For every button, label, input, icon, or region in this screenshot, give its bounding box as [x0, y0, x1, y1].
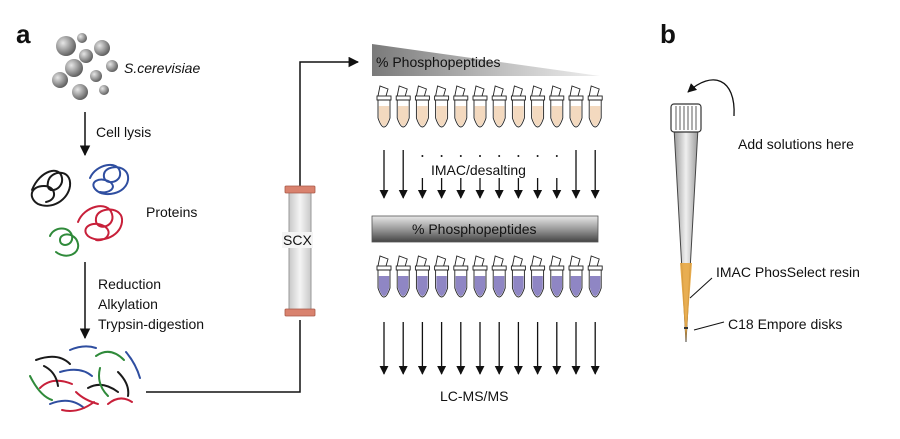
lcms-label: LC-MS/MS [440, 388, 509, 404]
c18-label: C18 Empore disks [728, 316, 843, 332]
lcms-arrows [379, 322, 600, 375]
enriched-bar [371, 215, 599, 243]
add-solutions-label: Add solutions here [738, 136, 854, 152]
tube [472, 85, 488, 128]
peptide-fragment [98, 367, 109, 397]
tube [376, 255, 392, 298]
trypsin-label: Trypsin-digestion [98, 316, 205, 332]
peptide-fragment [43, 365, 59, 387]
gradient-bar-label: % Phosphopeptides [376, 54, 501, 70]
peptide-fragment [29, 375, 53, 401]
peptide-fragment [117, 371, 130, 397]
peptide-fragment [49, 399, 85, 409]
dot [421, 155, 424, 157]
enriched-bar-label: % Phosphopeptides [412, 221, 537, 237]
peptide-fragment [75, 391, 99, 405]
scx-column [284, 185, 316, 317]
tube [472, 255, 488, 298]
proteins-icon [30, 163, 130, 257]
panel-label-b: b [660, 19, 676, 49]
tube [414, 255, 430, 298]
resin-label: IMAC PhosSelect resin [716, 264, 860, 280]
proteins-label: Proteins [146, 204, 198, 220]
tube [491, 85, 507, 128]
tube [491, 255, 507, 298]
tube [530, 255, 546, 298]
tube [395, 85, 411, 128]
connector-to-column [146, 320, 301, 393]
peptide-fragment [35, 355, 71, 365]
tube [453, 255, 469, 298]
tube [434, 255, 450, 298]
cell-lysis-label: Cell lysis [96, 124, 152, 140]
peptide-fragments-icon [29, 345, 141, 412]
disk-pointer [693, 321, 725, 331]
gradient-wedge [372, 44, 600, 76]
dot [555, 155, 558, 157]
panel-label-a: a [16, 19, 31, 49]
tube [434, 85, 450, 128]
dot [498, 155, 501, 157]
peptide-fragment [69, 345, 97, 351]
tube [530, 85, 546, 128]
dot [479, 155, 481, 157]
tip-hub [670, 103, 702, 133]
tube [395, 255, 411, 298]
tube [587, 85, 603, 128]
pipette-tip-icon [670, 103, 702, 343]
tube [376, 85, 392, 128]
peptide-fragment [59, 368, 93, 377]
alkylation-label: Alkylation [98, 296, 158, 312]
tube [549, 255, 565, 298]
peptide-fragment [87, 383, 119, 393]
column-top-cap [284, 185, 316, 194]
scx-column-label: SCX [282, 232, 313, 248]
peptide-fragment [125, 351, 141, 379]
tube [453, 85, 469, 128]
dot [517, 155, 520, 157]
dot [536, 155, 539, 157]
fraction-tubes-bottom [376, 255, 603, 298]
yeast-cells-icon [52, 33, 118, 100]
enrichment-arrows [379, 150, 600, 199]
organism-label: S.cerevisiae [124, 60, 201, 76]
fraction-tubes-top [376, 85, 603, 128]
tube [587, 255, 603, 298]
imac-desalting-label: IMAC/desalting [428, 162, 529, 178]
tube [510, 85, 526, 128]
peptide-fragment [95, 350, 125, 361]
peptide-fragment [107, 397, 133, 405]
tube [549, 85, 565, 128]
resin-layer [680, 263, 692, 342]
peptide-fragment [61, 401, 95, 412]
resin-pointer [689, 277, 713, 299]
column-bottom-cap [284, 308, 316, 317]
tube [568, 85, 584, 128]
add-solution-arrow [687, 79, 735, 117]
connector-to-fractions [299, 56, 360, 190]
dot [440, 155, 443, 157]
tube [414, 85, 430, 128]
reduction-label: Reduction [98, 276, 162, 292]
tube [568, 255, 584, 298]
tube [510, 255, 526, 298]
peptide-fragment [39, 379, 73, 389]
dot [459, 155, 462, 157]
